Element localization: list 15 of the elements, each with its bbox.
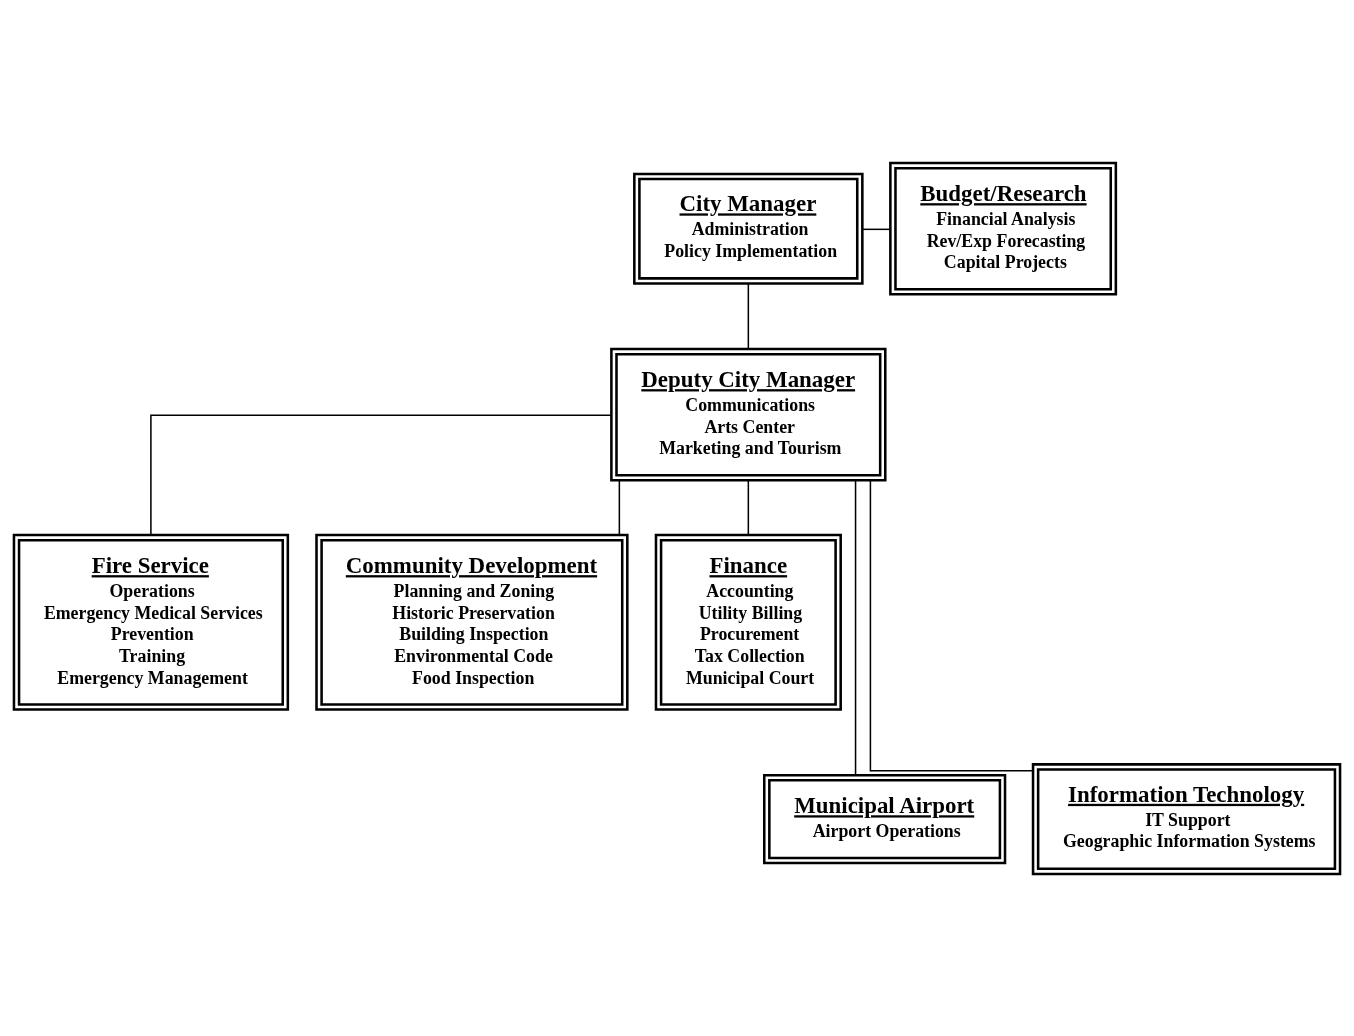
connector [618, 479, 621, 536]
connector [747, 479, 750, 536]
connector [747, 282, 750, 350]
node-box: Community Development Planning and Zoning Historic Preservation Building Inspection Environmental Code Food Inspection [315, 533, 629, 711]
node-box: Information Technology IT Support Geographic Information Systems [1031, 762, 1342, 875]
connector [150, 414, 613, 535]
node-box: City Manager Administration Policy Implementation [633, 172, 864, 285]
node-box: Fire Service Operations Emergency Medical Services Prevention Training Emergency Management [12, 533, 290, 711]
connector [869, 479, 1034, 771]
connector [854, 479, 857, 776]
node-box: Deputy City Manager Communications Arts Center Marketing and Tourism [610, 347, 887, 482]
node-box: Budget/Research Financial Analysis Rev/Exp Forecasting Capital Projects [889, 161, 1118, 296]
node-box: Finance Accounting Utility Billing Procurement Tax Collection Municipal Court [654, 533, 842, 711]
connector [861, 228, 891, 230]
node-box: Municipal Airport Airport Operations [763, 773, 1007, 864]
